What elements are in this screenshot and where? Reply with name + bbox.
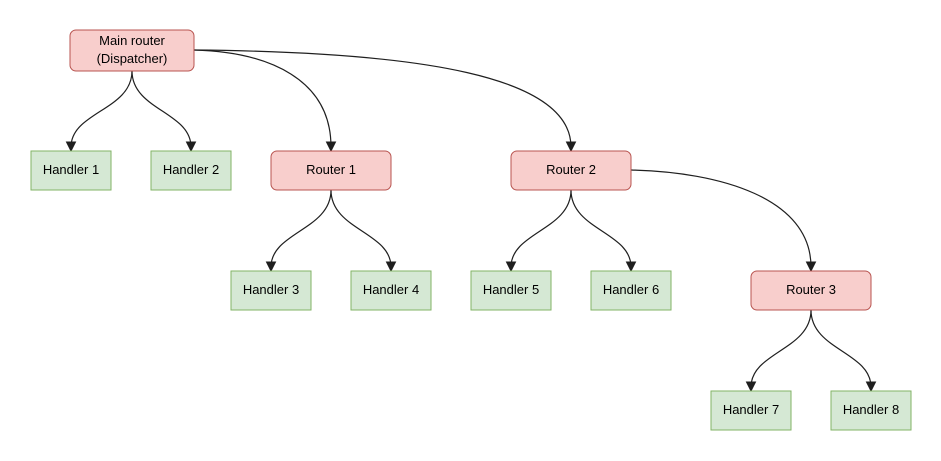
handler-box[interactable] [150,150,232,191]
node-main-router[interactable]: Main router (Dispatcher) [69,29,195,72]
connector-line [193,49,572,148]
node-handler-7[interactable]: Handler 7 [710,390,792,431]
router-box[interactable] [750,270,872,311]
nodes-layer: Main router (Dispatcher) Handler 1 Handler … [30,29,912,431]
arrowhead-icon [385,261,397,273]
edges-layer [65,49,877,393]
handler-box[interactable] [590,270,672,311]
node-handler-6[interactable]: Handler 6 [590,270,672,311]
node-label: Router 1 [306,162,356,177]
router-box[interactable] [69,29,195,72]
handler-box[interactable] [30,150,112,191]
connector-main-router-to-router-1 [193,49,337,153]
connector-line [330,189,392,268]
node-handler-8[interactable]: Handler 8 [830,390,912,431]
connector-router-2-to-router-3 [630,169,817,273]
node-router-1[interactable]: Router 1 [270,150,392,191]
connector-router-2-to-handler-5 [505,189,572,273]
router-box[interactable] [270,150,392,191]
handler-box[interactable] [470,270,552,311]
node-label: Handler 5 [483,282,539,297]
connector-router-3-to-handler-7 [745,309,812,393]
handler-box[interactable] [830,390,912,431]
node-sublabel: (Dispatcher) [97,51,168,66]
connector-main-router-to-handler-2 [131,70,197,153]
connector-router-2-to-handler-6 [570,189,637,273]
arrowhead-icon [565,141,577,153]
node-label: Handler 6 [603,282,659,297]
node-handler-3[interactable]: Handler 3 [230,270,312,311]
arrowhead-icon [65,141,77,153]
arrowhead-icon [265,261,277,273]
connector-line [810,309,872,388]
connector-line [570,189,632,268]
connector-main-router-to-router-2 [193,49,577,153]
node-router-2[interactable]: Router 2 [510,150,632,191]
connector-line [510,189,572,268]
node-label: Handler 3 [243,282,299,297]
connector-line [70,70,133,148]
node-label: Handler 4 [363,282,419,297]
node-label: Handler 7 [723,402,779,417]
connector-line [131,70,192,148]
arrowhead-icon [505,261,517,273]
arrowhead-icon [325,141,337,153]
arrowhead-icon [745,381,757,393]
connector-router-3-to-handler-8 [810,309,877,393]
node-label: Router 2 [546,162,596,177]
connector-router-1-to-handler-3 [265,189,332,273]
handler-box[interactable] [350,270,432,311]
node-label: Main router [99,33,165,48]
connector-line [750,309,812,388]
arrowhead-icon [805,261,817,273]
handler-box[interactable] [230,270,312,311]
node-label: Router 3 [786,282,836,297]
handler-box[interactable] [710,390,792,431]
node-label: Handler 1 [43,162,99,177]
node-handler-4[interactable]: Handler 4 [350,270,432,311]
node-router-3[interactable]: Router 3 [750,270,872,311]
node-handler-1[interactable]: Handler 1 [30,150,112,191]
node-handler-2[interactable]: Handler 2 [150,150,232,191]
node-handler-5[interactable]: Handler 5 [470,270,552,311]
connector-line [270,189,332,268]
node-label: Handler 2 [163,162,219,177]
arrowhead-icon [625,261,637,273]
connector-main-router-to-handler-1 [65,70,133,153]
arrowhead-icon [865,381,877,393]
connector-router-1-to-handler-4 [330,189,397,273]
arrowhead-icon [185,141,197,153]
router-box[interactable] [510,150,632,191]
connector-line [193,49,332,148]
connector-line [630,169,812,268]
node-label: Handler 8 [843,402,899,417]
